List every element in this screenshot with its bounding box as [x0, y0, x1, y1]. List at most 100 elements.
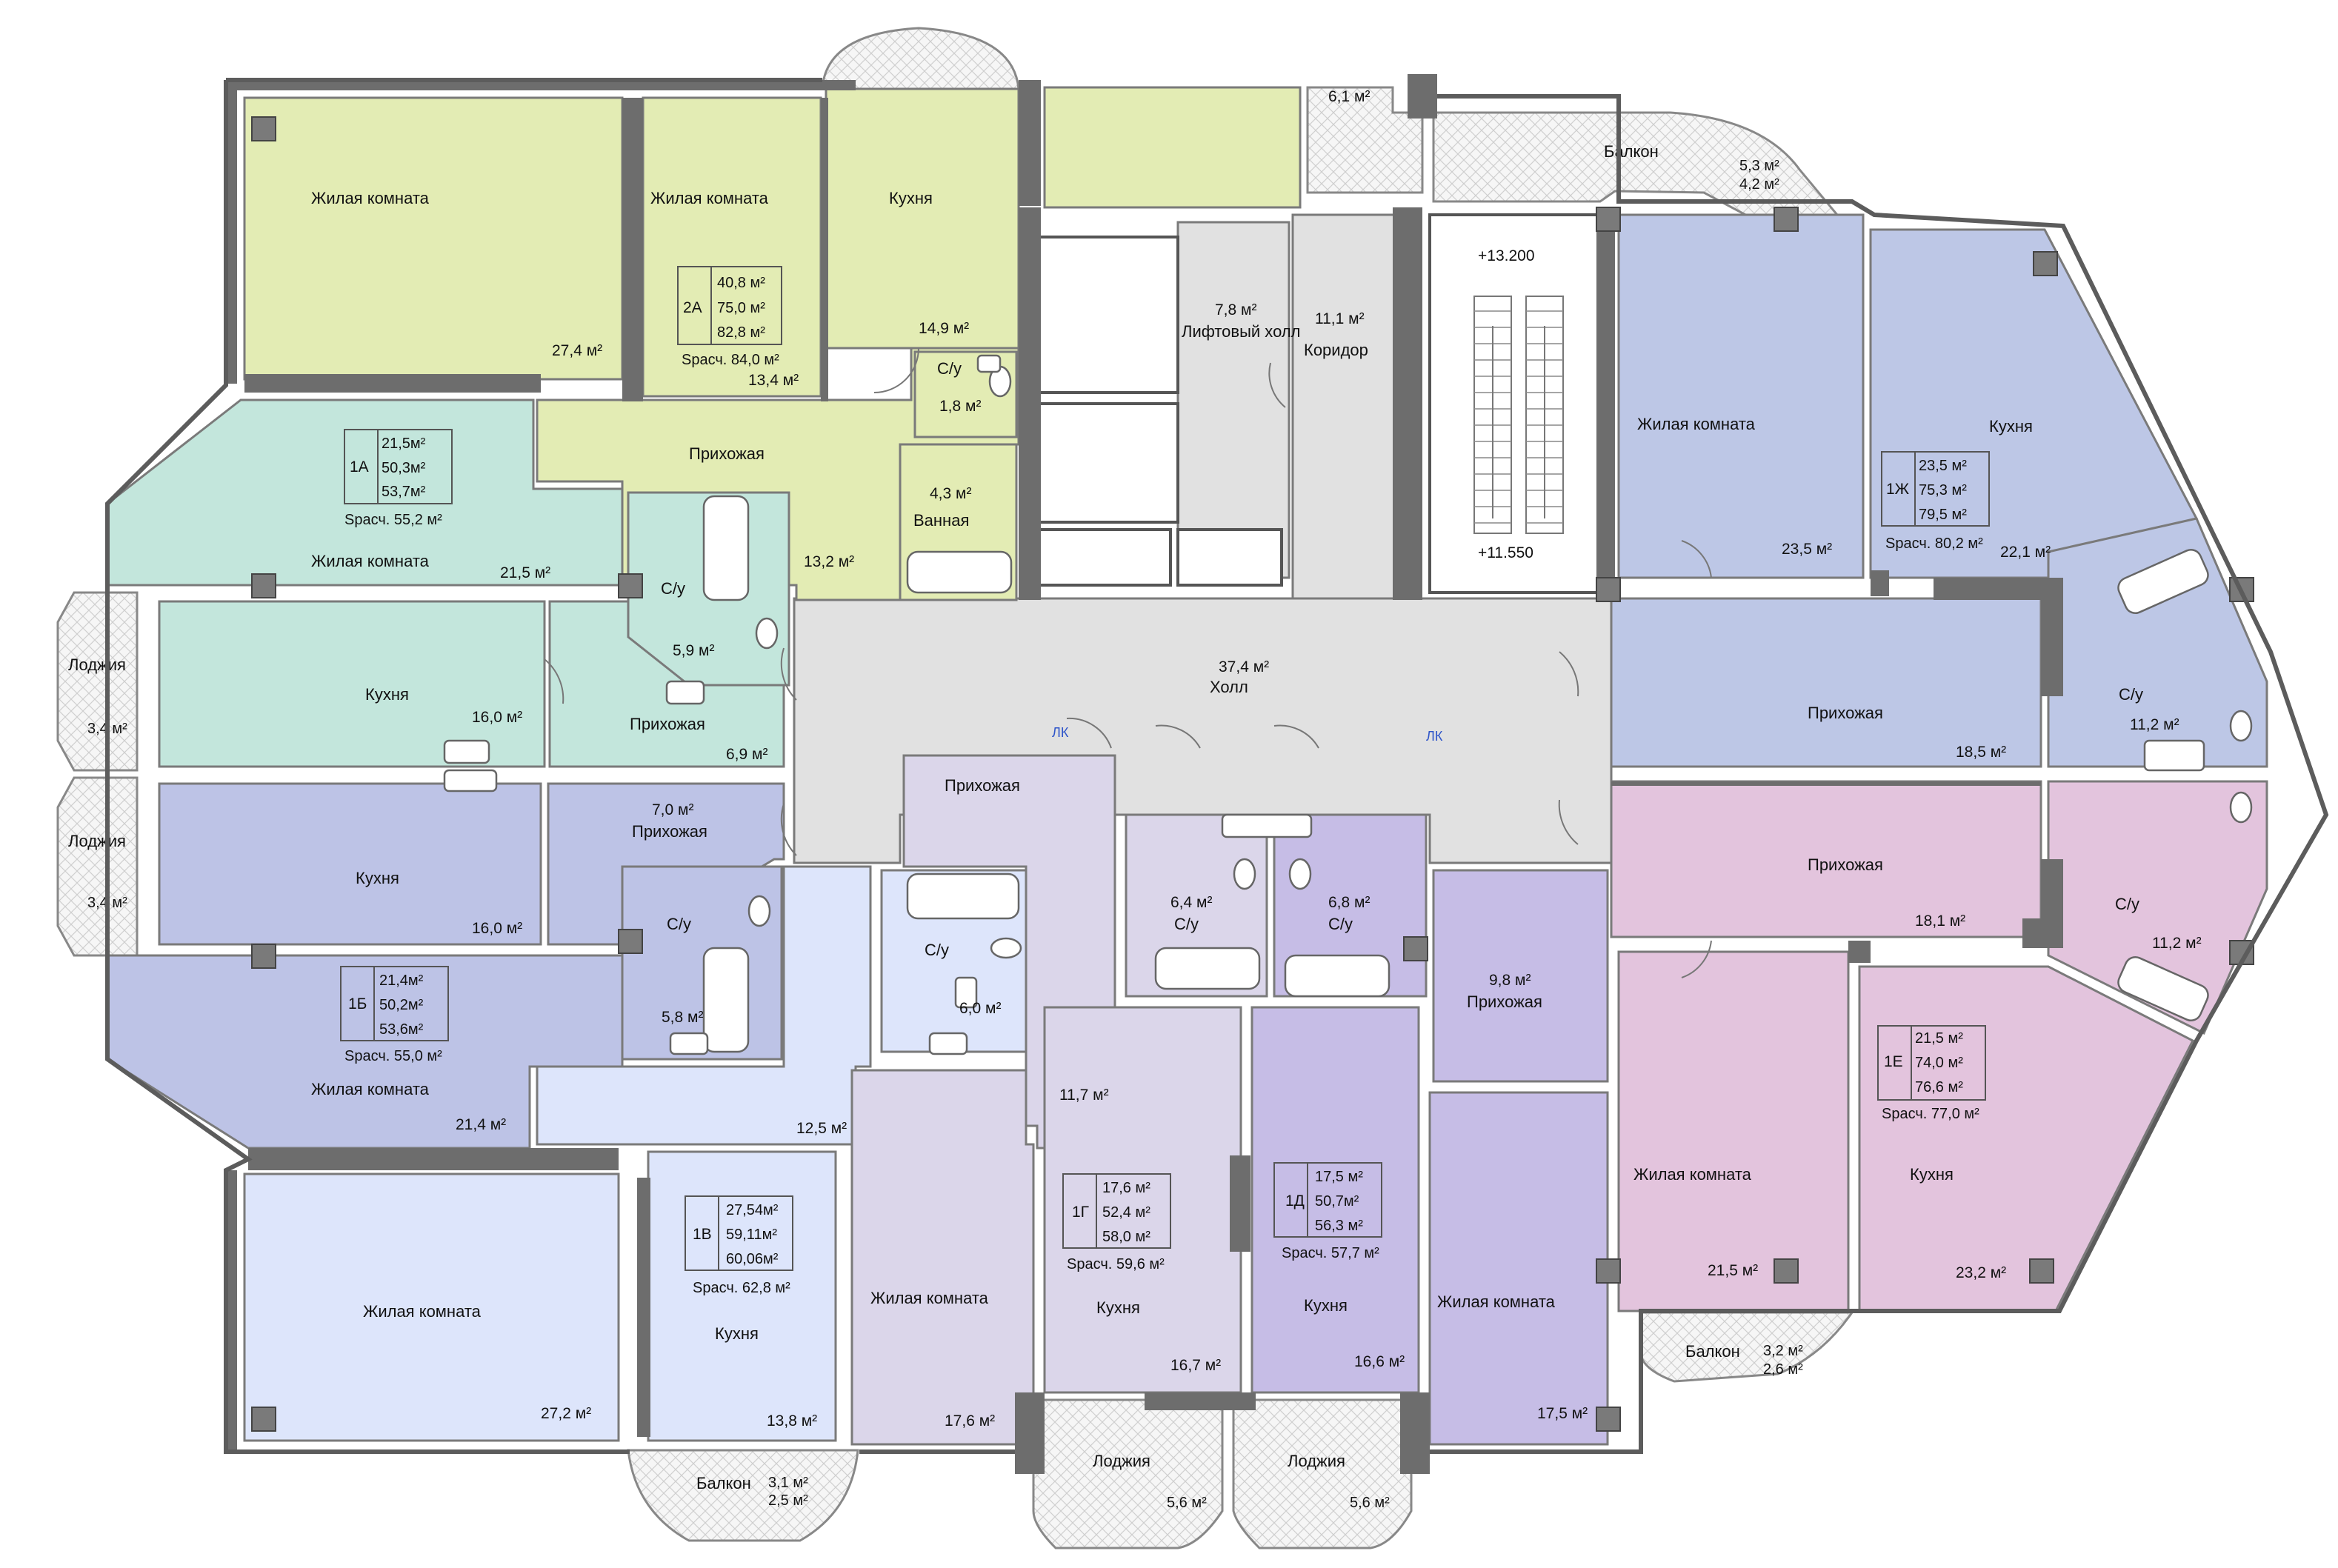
- area-value: 59,11м²: [726, 1227, 777, 1243]
- room-area: 16,7 м²: [1170, 1357, 1221, 1374]
- lift-hall-label: Лифтовый холл: [1182, 322, 1301, 341]
- loggia-area: 5,6 м²: [1350, 1495, 1390, 1511]
- room-area: 27,4 м²: [552, 342, 602, 359]
- room-label: С/у: [1174, 915, 1199, 933]
- lk-label-left: ЛК: [1052, 725, 1069, 740]
- room-area: 23,2 м²: [1956, 1264, 2006, 1281]
- loggia-label: Лоджия: [1093, 1452, 1150, 1470]
- area-value: 21,5м²: [382, 436, 426, 452]
- room-label: Жилая комната: [363, 1302, 482, 1321]
- room-label: Жилая комната: [311, 1080, 430, 1098]
- sink-icon: [443, 354, 2205, 1055]
- lift-hall-room: [1176, 221, 1290, 579]
- apt-1b-hallway: [547, 782, 785, 946]
- room-area: 13,8 м²: [767, 1412, 817, 1429]
- area-value: 75,3 м²: [1919, 482, 1967, 498]
- calc-area: Sрасч. 59,6 м²: [1067, 1256, 1165, 1272]
- room-area: 13,4 м²: [748, 372, 799, 389]
- loggia-west-1: [56, 591, 139, 772]
- building-outline: [105, 78, 2329, 1454]
- apartment-code: 1В: [693, 1226, 712, 1243]
- calc-area: Sрасч. 55,0 м²: [344, 1048, 442, 1064]
- apt-1v-kitchen: [647, 1150, 837, 1442]
- room-area: 23,5 м²: [1782, 541, 1832, 558]
- elevator-shaft-1: [1036, 236, 1179, 394]
- calc-area: Sрасч. 62,8 м²: [693, 1280, 790, 1296]
- room-area: 18,5 м²: [1956, 744, 2006, 761]
- balcony-label: Балкон: [696, 1474, 751, 1492]
- area-value: 27,54м²: [726, 1202, 779, 1218]
- room-label: С/у: [667, 915, 691, 933]
- balcony-southeast: [1639, 1311, 1854, 1383]
- room-label: Прихожая: [1808, 704, 1883, 722]
- area-tables: [340, 266, 1990, 1271]
- room-area: 21,5 м²: [500, 564, 550, 581]
- balcony-northeast: [1432, 111, 1840, 218]
- apt-2a-balcony-room: [1043, 86, 1302, 209]
- loggia-south-1: [1032, 1398, 1224, 1549]
- level-mark-bottom: +11.550: [1478, 544, 1533, 561]
- corridor-room: [1291, 213, 1402, 600]
- calc-area: Sрасч. 57,7 м²: [1282, 1245, 1379, 1261]
- apt-1e-living: [1617, 950, 1850, 1312]
- room-area: 22,1 м²: [2000, 544, 2051, 561]
- room-label: Кухня: [1989, 417, 2033, 436]
- loggia-label: Лоджия: [68, 832, 126, 850]
- room-label: Жилая комната: [870, 1289, 989, 1307]
- room-area: 21,4 м²: [456, 1116, 506, 1133]
- loggia-area: 5,6 м²: [1167, 1495, 1207, 1511]
- room-label: Прихожая: [1467, 992, 1542, 1011]
- room-label: Кухня: [356, 869, 399, 887]
- area-value: 50,2м²: [379, 997, 424, 1013]
- apartment-code: 1Д: [1285, 1192, 1305, 1210]
- room-area: 16,0 м²: [472, 709, 522, 726]
- lk-label-right: ЛК: [1426, 729, 1443, 744]
- area-value: 79,5 м²: [1919, 507, 1967, 523]
- room-label: Жилая комната: [650, 189, 769, 207]
- loggia-south-2: [1232, 1398, 1413, 1549]
- calc-area: Sрасч. 84,0 м²: [682, 352, 779, 368]
- apt-1a-kitchen: [158, 600, 546, 768]
- room-area: 6,8 м²: [1328, 894, 1370, 911]
- balcony-area: 4,2 м²: [1739, 176, 1779, 193]
- room-label: С/у: [925, 941, 949, 959]
- room-label: Кухня: [365, 685, 409, 704]
- apt-1d-hallway: [1432, 869, 1609, 1083]
- area-value: 53,7м²: [382, 484, 426, 500]
- column-icon: [251, 116, 2254, 1432]
- room-label: С/у: [2119, 685, 2143, 704]
- room-label: Кухня: [889, 189, 933, 207]
- apt-1zh-wc: [2047, 517, 2268, 768]
- room-area: 12,5 м²: [796, 1120, 847, 1137]
- room-label: С/у: [661, 579, 685, 598]
- bathtub-icon: [702, 495, 2209, 1053]
- stair-flight-icon: [1492, 326, 1545, 518]
- room-area: 6,0 м²: [959, 1000, 1001, 1017]
- level-mark-top: +13.200: [1478, 247, 1535, 264]
- balcony-area: 3,2 м²: [1763, 1343, 1803, 1359]
- area-value: 23,5 м²: [1919, 458, 1967, 474]
- room-area: 11,7 м²: [1059, 1087, 1109, 1104]
- area-value: 53,6м²: [379, 1021, 424, 1038]
- balcony-area: 2,6 м²: [1763, 1361, 1803, 1378]
- corridor-label: Коридор: [1304, 341, 1368, 359]
- apartment-code: 1Г: [1072, 1204, 1089, 1221]
- loggia-west-2: [56, 776, 139, 957]
- area-value: 74,0 м²: [1915, 1055, 1963, 1071]
- apt-1zh-hallway: [1610, 597, 2042, 768]
- balcony-area: 2,5 м²: [768, 1492, 808, 1509]
- room-area: 17,5 м²: [1537, 1405, 1588, 1422]
- top-area: 6,1 м²: [1328, 88, 1370, 105]
- area-value: 75,0 м²: [717, 300, 765, 316]
- area-value: 60,06м²: [726, 1251, 779, 1267]
- area-value: 17,6 м²: [1102, 1180, 1150, 1196]
- apartment-code: 1Б: [348, 995, 367, 1012]
- apartment-code: 1Ж: [1886, 481, 1910, 498]
- area-value: 82,8 м²: [717, 324, 765, 341]
- room-label: Ванная: [913, 511, 969, 530]
- hall-area: 37,4 м²: [1219, 658, 1269, 675]
- room-area: 16,0 м²: [472, 920, 522, 937]
- room-label: Прихожая: [1808, 855, 1883, 874]
- room-label: Кухня: [715, 1324, 759, 1343]
